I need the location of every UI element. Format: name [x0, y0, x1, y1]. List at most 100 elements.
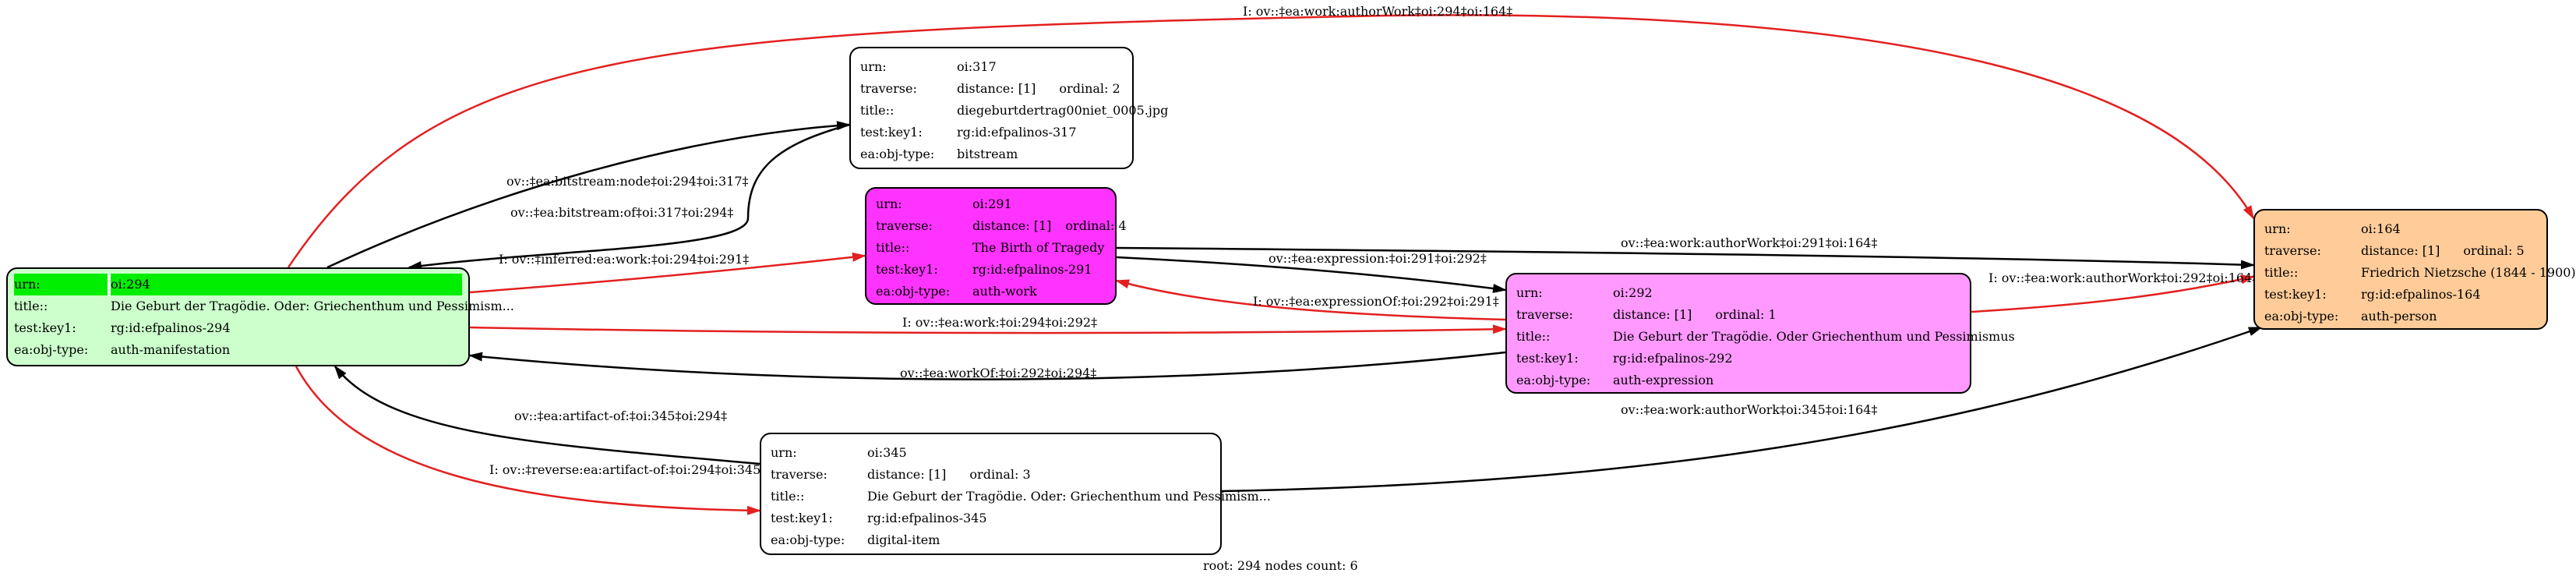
node-291-testkey-row: test:key1: rg:id:efpalinos-291	[876, 259, 1106, 281]
edge-label-294-317-node: ov::‡ea:bitstream:node‡oi:294‡oi:317‡	[506, 174, 749, 189]
node-164-type-row: ea:obj-type: auth-person	[2264, 306, 2537, 327]
node-345[interactable]: urn: oi:345 traverse: distance: [1] ordi…	[760, 433, 1271, 555]
edge-label-292-294-workof: ov::‡ea:workOf:‡oi:292‡oi:294‡	[900, 366, 1097, 380]
node-317-title-row: title:: diegeburtdertrag00niet_0005.jpg	[860, 100, 1168, 122]
node-291-urn-value: oi:291	[972, 196, 1012, 211]
edge-294-292-work	[469, 324, 1507, 334]
edge-345-164-author	[1221, 326, 2263, 493]
node-291-title-key: title::	[876, 240, 910, 255]
node-294-type-row: ea:obj-type: auth-manifestation	[14, 339, 462, 361]
node-292-type-value: auth-expression	[1613, 373, 1714, 387]
node-292-title-row: title:: Die Geburt der Tragödie. Oder Gr…	[1516, 326, 2015, 348]
node-317-distance: distance: [1]	[957, 81, 1036, 96]
edge-345-294-artifact	[333, 365, 760, 465]
node-317-testkey-key: test:key1:	[860, 125, 923, 140]
node-317-urn-key: urn:	[860, 59, 887, 74]
node-294-title-row: title:: Die Geburt der Tragödie. Oder: G…	[14, 295, 514, 317]
node-164-urn-row: urn: oi:164	[2264, 218, 2537, 240]
edge-label-294-291-inferred: I: ov::‡inferred:ea:work:‡oi:294‡oi:291‡	[499, 252, 750, 267]
node-345-distance: distance: [1]	[867, 467, 947, 482]
node-317-traverse-key: traverse:	[860, 81, 917, 96]
node-317-title-key: title::	[860, 103, 895, 118]
node-294-title-value: Die Geburt der Tragödie. Oder: Griechent…	[111, 299, 514, 313]
node-345-urn-value: oi:345	[867, 445, 907, 460]
node-292[interactable]: urn: oi:292 traverse: distance: [1] ordi…	[1505, 273, 2015, 394]
node-345-title-key: title::	[771, 489, 805, 504]
edge-292-164-author	[1971, 274, 2255, 313]
edge-label-291-164-author: ov::‡ea:work:authorWork‡oi:291‡oi:164‡	[1621, 235, 1878, 250]
node-317-traverse-row: traverse: distance: [1] ordinal: 2	[860, 78, 1123, 100]
node-292-title-value: Die Geburt der Tragödie. Oder Griechenth…	[1613, 329, 2015, 344]
edge-label-294-292-work: I: ov::‡ea:work:‡oi:294‡oi:292‡	[902, 315, 1098, 330]
node-291-ordinal: ordinal: 4	[1065, 218, 1127, 233]
node-292-ordinal: ordinal: 1	[1715, 307, 1777, 322]
graph-footer: root: 294 nodes count: 6	[1203, 558, 1358, 573]
node-292-urn-value: oi:292	[1613, 285, 1653, 300]
node-345-urn-key: urn:	[771, 445, 797, 460]
node-291-testkey-key: test:key1:	[876, 262, 938, 277]
node-291[interactable]: urn: oi:291 traverse: distance: [1] ordi…	[865, 187, 1127, 305]
edge-label-291-292-expression: ov::‡ea:expression:‡oi:291‡oi:292‡	[1269, 251, 1487, 266]
node-345-type-value: digital-item	[867, 532, 940, 547]
node-317-title-value: diegeburtdertrag00niet_0005.jpg	[957, 103, 1169, 118]
node-291-testkey-value: rg:id:efpalinos-291	[972, 262, 1092, 277]
node-164[interactable]: urn: oi:164 traverse: distance: [1] ordi…	[2253, 209, 2576, 330]
node-317-testkey-value: rg:id:efpalinos-317	[957, 125, 1077, 140]
node-345-urn-row: urn: oi:345	[771, 442, 1211, 464]
node-164-urn-value: oi:164	[2361, 221, 2401, 236]
node-291-type-value: auth-work	[972, 284, 1037, 299]
edge-294-317-node	[326, 121, 851, 269]
node-291-urn-key: urn:	[876, 196, 902, 211]
edge-label-292-291-expressionof: I: ov::‡ea:expressionOf:‡oi:292‡oi:291‡	[1253, 294, 1499, 309]
edge-label-345-294-artifact: ov::‡ea:artifact-of:‡oi:345‡oi:294‡	[514, 408, 728, 423]
node-317-type-key: ea:obj-type:	[860, 147, 935, 161]
node-294-title-key: title::	[14, 299, 48, 313]
node-164-traverse-key: traverse:	[2264, 243, 2321, 258]
node-294-urn-key: urn:	[14, 274, 111, 295]
node-291-type-row: ea:obj-type: auth-work	[876, 281, 1106, 302]
node-164-testkey-value: rg:id:efpalinos-164	[2361, 287, 2481, 302]
node-317[interactable]: urn: oi:317 traverse: distance: [1] ordi…	[849, 47, 1168, 169]
edge-292-291-expressionof	[1115, 279, 1506, 321]
node-164-type-key: ea:obj-type:	[2264, 309, 2339, 324]
edge-label-345-164-author: ov::‡ea:work:authorWork‡oi:345‡oi:164‡	[1621, 402, 1878, 417]
node-345-type-key: ea:obj-type:	[771, 532, 845, 547]
node-292-type-key: ea:obj-type:	[1516, 373, 1591, 387]
node-292-testkey-value: rg:id:efpalinos-292	[1613, 351, 1733, 366]
node-164-title-key: title::	[2264, 265, 2299, 280]
node-345-title-row: title:: Die Geburt der Tragödie. Oder: G…	[771, 486, 1271, 508]
node-291-type-key: ea:obj-type:	[876, 284, 951, 299]
node-164-distance: distance: [1]	[2361, 243, 2440, 258]
node-164-type-value: auth-person	[2361, 309, 2437, 324]
node-292-type-row: ea:obj-type: auth-expression	[1516, 370, 1960, 391]
node-291-traverse-key: traverse:	[876, 218, 933, 233]
node-294-testkey-value: rg:id:efpalinos-294	[111, 320, 231, 335]
node-291-distance: distance: [1]	[972, 218, 1052, 233]
node-317-urn-value: oi:317	[957, 59, 997, 74]
node-164-urn-key: urn:	[2264, 221, 2291, 236]
node-345-title-value: Die Geburt der Tragödie. Oder: Griechent…	[867, 489, 1271, 504]
node-294-type-value: auth-manifestation	[111, 342, 231, 357]
node-292-urn-key: urn:	[1516, 285, 1543, 300]
node-291-title-row: title:: The Birth of Tragedy	[876, 237, 1106, 259]
node-291-title-value: The Birth of Tragedy	[972, 240, 1105, 255]
edge-291-292-expression	[1116, 256, 1507, 293]
node-292-title-key: title::	[1516, 329, 1551, 344]
node-317-ordinal: ordinal: 2	[1059, 81, 1120, 96]
edge-label-294-164-authorwork: I: ov::‡ea:work:authorWork‡oi:294‡oi:164…	[1243, 4, 1513, 19]
node-317-urn-row: urn: oi:317	[860, 56, 1123, 78]
edge-294-164-authorwork	[287, 14, 2255, 268]
node-164-ordinal: ordinal: 5	[2463, 243, 2525, 258]
node-292-traverse-row: traverse: distance: [1] ordinal: 1	[1516, 304, 1960, 326]
edge-294-291-inferred	[469, 252, 866, 294]
node-345-traverse-key: traverse:	[771, 467, 827, 482]
node-294[interactable]: urn: oi:294 title:: Die Geburt der Tragö…	[6, 267, 514, 366]
node-345-type-row: ea:obj-type: digital-item	[771, 529, 1211, 551]
node-345-testkey-row: test:key1: rg:id:efpalinos-345	[771, 508, 1211, 529]
node-294-type-key: ea:obj-type:	[14, 342, 89, 357]
node-292-distance: distance: [1]	[1613, 307, 1692, 322]
edge-317-294-of	[408, 123, 850, 271]
node-291-traverse-row: traverse: distance: [1] ordinal: 4	[876, 215, 1127, 237]
node-345-testkey-value: rg:id:efpalinos-345	[867, 511, 987, 525]
